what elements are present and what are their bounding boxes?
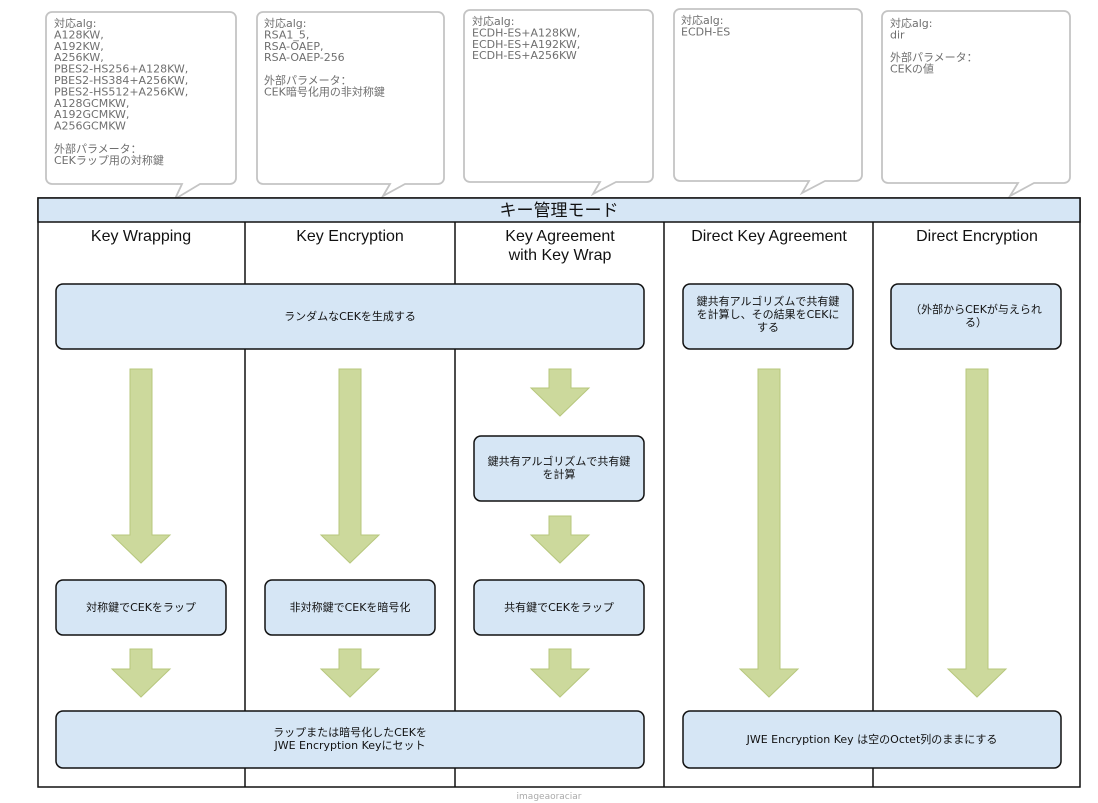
column-header-direct-key-agreement: Direct Key Agreement [691,228,847,245]
text-line: Key Encryption [296,228,404,245]
arrow-down-icon [110,648,172,698]
text-line: Direct Encryption [916,228,1038,245]
text-line: 対応alg: [264,16,307,30]
empty-jwe-encryption-key-box [682,710,1062,769]
callout-key-encryption-text: 対応alg:RSA1_5,RSA-OAEP,RSA-OAEP-256 外部パラメ… [264,16,385,98]
text-line: A128GCMKW, [54,97,129,110]
arrow-down-icon [319,368,381,564]
text-line: Direct Key Agreement [691,228,847,245]
text-line: 鍵共有アルゴリズムで共有鍵 [488,454,631,468]
text-line: Key Agreement [505,228,615,245]
text-line: dir [890,28,905,41]
shared-key-wrap-box [473,579,645,636]
callout-direct-encryption [881,10,1071,199]
column-header-key-encryption: Key Encryption [296,228,404,245]
callout-key-wrapping [45,11,237,202]
key-agreement-compute-label: 鍵共有アルゴリズムで共有鍵を計算 [488,454,631,481]
column-header-key-agreement-wrap: Key Agreement with Key Wrap [505,228,615,264]
title-bar [37,197,1081,223]
text-line: PBES2-HS256+A128KW, [54,63,188,76]
text-line: 対応alg: [472,14,515,28]
diagram-title: キー管理モード [500,201,619,221]
text-line: CEKの値 [890,63,934,76]
text-line: A192GCMKW, [54,108,129,121]
text-line: Key Wrapping [91,228,191,245]
footer-watermark: imageaoraciar [517,792,582,802]
set-jwe-encryption-key-box [55,710,645,769]
text-line: 非対称鍵でCEKを暗号化 [290,600,411,614]
text-line: ECDH-ES+A256KW [472,49,577,62]
text-line: JWE Encryption Keyにセット [273,739,425,752]
asymmetric-encrypt-box [264,579,436,636]
text-line: 対称鍵でCEKをラップ [86,600,196,614]
callout-direct-encryption-text: 対応alg:dir 外部パラメータ：CEKの値 [890,16,978,76]
text-line: 鍵共有アルゴリズムで共有鍵 [697,294,840,308]
text-line: RSA-OAEP-256 [264,51,345,64]
text-line: 対応alg: [890,16,933,30]
text-line: PBES2-HS384+A256KW, [54,74,188,87]
callout-group: 対応alg:A128KW,A192KW,A256KW,PBES2-HS256+A… [45,8,1071,202]
arrow-down-icon [529,515,591,564]
text-line: RSA1_5, [264,28,309,41]
text-line: A128KW, [54,28,104,41]
text-line: ラップまたは暗号化したCEKを [273,725,427,739]
column-header-key-wrapping: Key Wrapping [91,228,191,245]
text-line: A192KW, [54,40,104,53]
text-line: 外部パラメータ： [890,50,978,64]
direct-encryption-external-label: （外部からCEKが与えられる） [910,302,1042,329]
text-line: A256KW, [54,51,104,64]
text-line: RSA-OAEP, [264,40,323,53]
column-header-direct-encryption: Direct Encryption [916,228,1038,245]
generate-cek-box [55,283,645,350]
text-line: を計算 [543,467,576,481]
text-line: 外部パラメータ： [264,73,352,87]
text-line: ECDH-ES [681,25,730,38]
symmetric-wrap-label: 対称鍵でCEKをラップ [86,600,196,614]
text-line: A256GCMKW [54,120,126,133]
text-line: 対応alg: [681,13,724,27]
asymmetric-encrypt-label: 非対称鍵でCEKを暗号化 [290,600,411,614]
callout-key-agreement-wrap [463,9,654,197]
key-agreement-compute-box [473,435,645,502]
direct-key-agreement-compute-label: 鍵共有アルゴリズムで共有鍵を計算し、その結果をCEKにする [697,294,840,334]
generate-cek-label: ランダムなCEKを生成する [284,309,416,323]
flow-arrows [110,368,1008,698]
direct-key-agreement-compute-box [682,283,854,350]
arrow-down-icon [738,368,800,698]
callout-key-wrapping-text: 対応alg:A128KW,A192KW,A256KW,PBES2-HS256+A… [54,16,188,167]
callout-key-encryption [256,11,445,199]
direct-encryption-external-box [890,283,1062,350]
text-line: （外部からCEKが与えられ [910,302,1042,316]
symmetric-wrap-box [55,579,227,636]
text-line: CEK暗号化用の非対称鍵 [264,84,385,98]
text-line: ECDH-ES+A192KW, [472,38,580,51]
callout-key-agreement-wrap-text: 対応alg:ECDH-ES+A128KW,ECDH-ES+A192KW,ECDH… [472,14,580,62]
text-line: を計算し、その結果をCEKに [697,307,840,321]
empty-jwe-encryption-key-label: JWE Encryption Key は空のOctet列のままにする [746,732,998,746]
arrow-down-icon [110,368,172,564]
text-line: JWE Encryption Key は空のOctet列のままにする [746,732,998,746]
text-line: CEKラップ用の対称鍵 [54,153,164,167]
text-line: 共有鍵でCEKをラップ [504,600,614,614]
text-line: PBES2-HS512+A256KW, [54,85,188,98]
arrow-down-icon [946,368,1008,698]
process-boxes: ランダムなCEKを生成する 鍵共有アルゴリズムで共有鍵を計算し、その結果をCEK… [55,283,1062,769]
callout-direct-key-agreement [673,8,863,196]
arrow-down-icon [529,648,591,698]
callout-direct-key-agreement-text: 対応alg:ECDH-ES [681,13,730,38]
text-line: る） [965,316,987,329]
text-line: ECDH-ES+A128KW, [472,26,580,39]
arrow-down-icon [529,368,591,417]
shared-key-wrap-label: 共有鍵でCEKをラップ [504,600,614,614]
text-line: 対応alg: [54,16,97,30]
text-line: 外部パラメータ： [54,141,142,155]
text-line: with Key Wrap [508,247,612,264]
text-line: する [757,321,779,334]
text-line: ランダムなCEKを生成する [284,309,416,323]
arrow-down-icon [319,648,381,698]
